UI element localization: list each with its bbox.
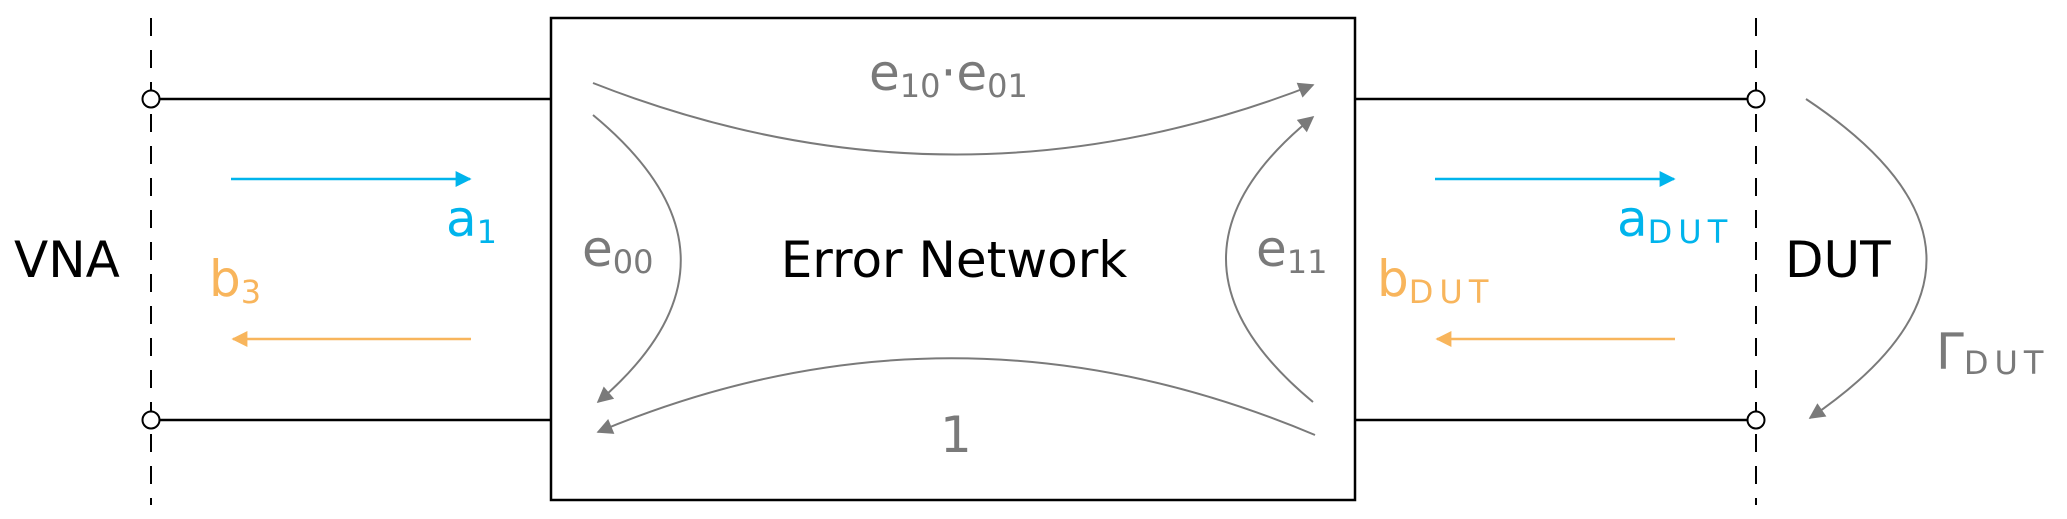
b3-label: b3: [209, 250, 261, 311]
e10-e01-transmission-arrow: [592, 82, 1315, 156]
e00-reflection-arrow: [592, 114, 682, 404]
e11-reflection-arrow: [1225, 115, 1315, 403]
vna-port-top-terminal: [141, 89, 161, 109]
e11-label: e11: [1256, 220, 1327, 281]
gamma-dut-reflection-arrow: [1805, 98, 1928, 419]
error-network-box: [549, 16, 1357, 502]
e00-label: e00: [582, 220, 653, 281]
e10-e01-label: e10·e01: [869, 44, 1028, 105]
a-dut-label: aDUT: [1617, 190, 1733, 251]
dut-port-bottom-terminal: [1746, 410, 1766, 430]
vna-port-bottom-terminal: [141, 410, 161, 430]
unity-label: 1: [940, 406, 972, 464]
dut-port-top-terminal: [1746, 89, 1766, 109]
error-network-label: Error Network: [781, 231, 1128, 289]
unity-return-arrow: [596, 357, 1316, 436]
dut-label: DUT: [1785, 231, 1891, 289]
gamma-dut-label: ΓDUT: [1936, 323, 2049, 382]
a1-label: a1: [446, 190, 497, 251]
b-dut-label: bDUT: [1377, 250, 1494, 311]
vna-label: VNA: [14, 231, 120, 289]
